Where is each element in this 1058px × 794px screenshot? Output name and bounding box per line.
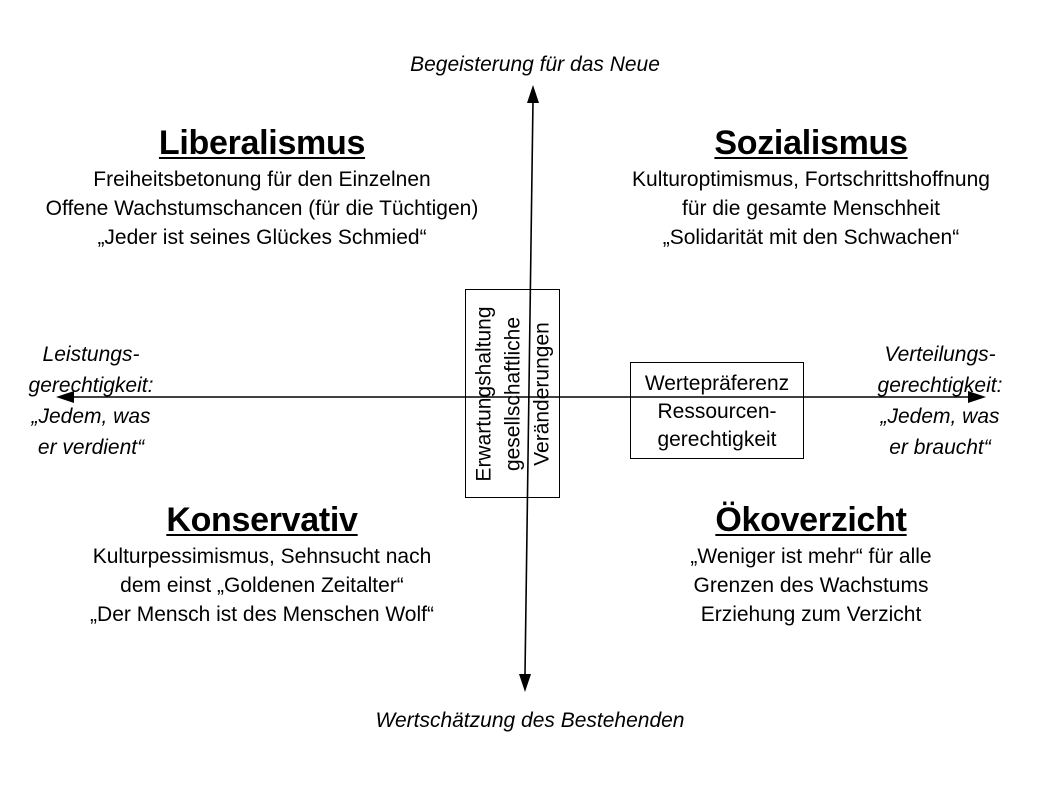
axis-label-left-line: Leistungs-	[42, 343, 140, 366]
value-preference-box-line: Wertepräferenz	[644, 372, 790, 395]
quadrant-konservativ: Konservativ Kulturpessimismus, Sehnsucht…	[12, 500, 512, 629]
quadrant-liberalismus: Liberalismus Freiheitsbetonung für den E…	[12, 123, 512, 252]
quadrant-line: „Der Mensch ist des Menschen Wolf“	[90, 603, 434, 626]
quadrant-line: Erziehung zum Verzicht	[700, 603, 922, 626]
horizontal-axis	[56, 391, 986, 403]
quadrant-title: Sozialismus	[714, 124, 908, 162]
quadrant-sozialismus: Sozialismus Kulturoptimismus, Fortschrit…	[561, 123, 1058, 252]
expectation-box-line: Erwartungshaltung	[472, 306, 496, 482]
value-preference-box-line: Ressourcen-	[657, 400, 777, 423]
quadrant-title: Konservativ	[166, 501, 358, 539]
quadrant-title: Liberalismus	[158, 124, 366, 162]
quadrant-line: Kulturpessimismus, Sehnsucht nach	[92, 545, 432, 568]
horizontal-axis-arrow-right	[968, 391, 986, 403]
quadrant-line: für die gesamte Menschheit	[682, 197, 940, 220]
expectation-box-line: gesellschaftliche	[501, 316, 525, 472]
quadrant-line: Freiheitsbetonung für den Einzelnen	[93, 168, 431, 191]
value-preference-box-line: gerechtigkeit	[657, 428, 777, 451]
vertical-axis-arrow-down	[519, 674, 531, 692]
axis-label-right-line: er braucht“	[889, 436, 991, 459]
expectation-box: Erwartungshaltung gesellschaftliche Verä…	[465, 289, 560, 498]
axis-label-right-line: „Jedem, was	[880, 405, 1000, 428]
axis-label-left-line: gerechtigkeit:	[28, 374, 154, 397]
axis-label-right-line: gerechtigkeit:	[877, 374, 1003, 397]
axis-label-top: Begeisterung für das Neue	[410, 53, 660, 76]
expectation-box-text: Erwartungshaltung gesellschaftliche Verä…	[470, 294, 557, 494]
vertical-axis	[519, 85, 539, 692]
axis-label-left: Leistungs- gerechtigkeit: „Jedem, was er…	[6, 339, 176, 463]
value-preference-box: Wertepräferenz Ressourcen- gerechtigkeit	[630, 362, 804, 459]
axis-label-right: Verteilungs- gerechtigkeit: „Jedem, was …	[855, 339, 1025, 463]
quadrant-line: „Jeder ist seines Glückes Schmied“	[97, 226, 427, 249]
horizontal-axis-arrow-left	[56, 391, 74, 403]
quadrant-line: dem einst „Goldenen Zeitalter“	[120, 574, 404, 597]
quadrant-line: „Solidarität mit den Schwachen“	[662, 226, 960, 249]
quadrant-line: Offene Wachstumschancen (für die Tüchtig…	[45, 197, 479, 220]
quadrant-line: Kulturoptimismus, Fortschrittshoffnung	[632, 168, 990, 191]
vertical-axis-arrow-up	[527, 85, 539, 103]
axis-label-right-line: Verteilungs-	[884, 343, 996, 366]
quadrant-line: „Weniger ist mehr“ für alle	[690, 545, 932, 568]
axis-label-left-line: er verdient“	[37, 436, 145, 459]
expectation-box-line: Veränderungen	[530, 322, 554, 466]
quadrant-title: Ökoverzicht	[715, 501, 907, 539]
axis-label-left-line: „Jedem, was	[31, 405, 151, 428]
quadrant-line: Grenzen des Wachstums	[693, 574, 929, 597]
axis-label-bottom: Wertschätzung des Bestehenden	[375, 709, 685, 732]
quadrant-oekoverzicht: Ökoverzicht „Weniger ist mehr“ für alle …	[561, 500, 1058, 629]
